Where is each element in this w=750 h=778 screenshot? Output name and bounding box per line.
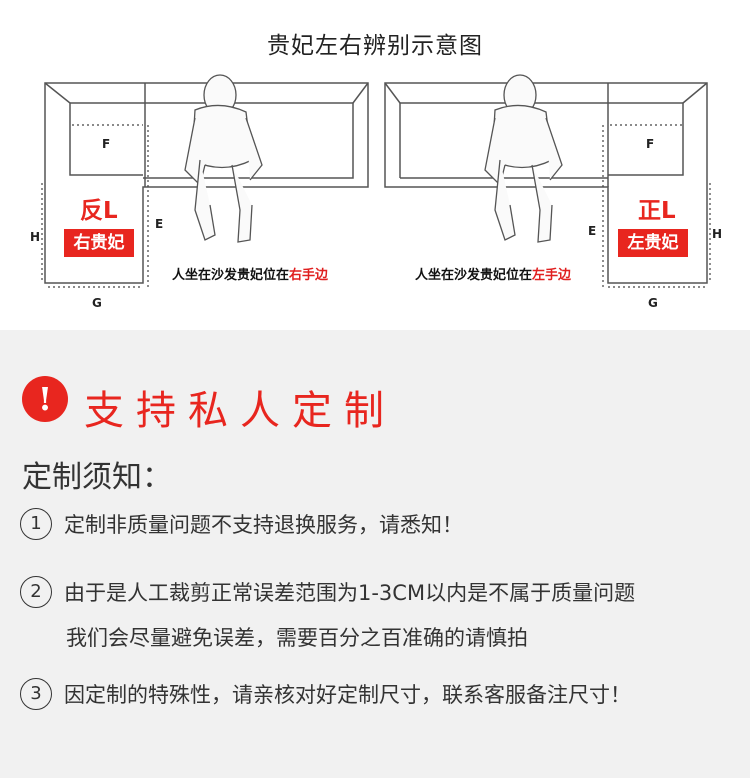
notice-item-3-text: 因定制的特殊性，请亲核对好定制尺寸，联系客服备注尺寸！ xyxy=(64,683,631,707)
left-caption: 人坐在沙发贵妃位在右手边 xyxy=(172,268,329,283)
seated-person-right xyxy=(484,74,563,243)
right-direction-label: 正L xyxy=(638,198,676,224)
notice-item-1-text: 定制非质量问题不支持退换服务，请悉知！ xyxy=(64,513,463,537)
left-dim-f-label: F xyxy=(102,137,111,151)
notice-item-2: 2 由于是人工裁剪正常误差范围为1-3CM以内是不属于质量问题 xyxy=(20,573,635,613)
right-dim-g-label: G xyxy=(648,296,658,310)
left-dim-e-label: E xyxy=(155,217,164,231)
right-dim-h-label: H xyxy=(712,227,723,241)
left-dim-g-label: G xyxy=(92,296,102,310)
left-dim-h-label: H xyxy=(30,230,41,244)
left-direction-label: 反L xyxy=(80,198,118,224)
notice-item-2-text: 由于是人工裁剪正常误差范围为1-3CM以内是不属于质量问题 xyxy=(64,581,636,605)
exclamation-icon: ! xyxy=(22,376,68,422)
number-1-icon: 1 xyxy=(20,508,52,540)
notice-section xyxy=(0,330,750,778)
notice-item-3: 3 因定制的特殊性，请亲核对好定制尺寸，联系客服备注尺寸！ xyxy=(20,675,631,715)
right-sofa-inner xyxy=(400,102,684,176)
notice-item-2-line2: 我们会尽量避免误差，需要百分之百准确的请慎拍 xyxy=(66,626,528,650)
sofa-diagram-drawing xyxy=(41,74,711,288)
right-dim-e-label: E xyxy=(588,224,597,238)
number-2-icon: 2 xyxy=(20,576,52,608)
custom-title: 支持私人定制 xyxy=(84,388,396,434)
seated-person-left xyxy=(184,74,263,243)
notice-item-1: 1 定制非质量问题不支持退换服务，请悉知！ xyxy=(20,505,463,545)
diagram-section: 贵妃左右辨别示意图 xyxy=(0,0,750,330)
right-type-badge: 左贵妃 xyxy=(618,229,688,257)
number-3-icon: 3 xyxy=(20,678,52,710)
notice-title: 定制须知： xyxy=(22,460,172,495)
right-dim-f-label: F xyxy=(646,137,655,151)
right-caption: 人坐在沙发贵妃位在左手边 xyxy=(415,268,572,283)
diagram-title: 贵妃左右辨别示意图 xyxy=(267,33,483,59)
left-type-badge: 右贵妃 xyxy=(64,229,134,257)
